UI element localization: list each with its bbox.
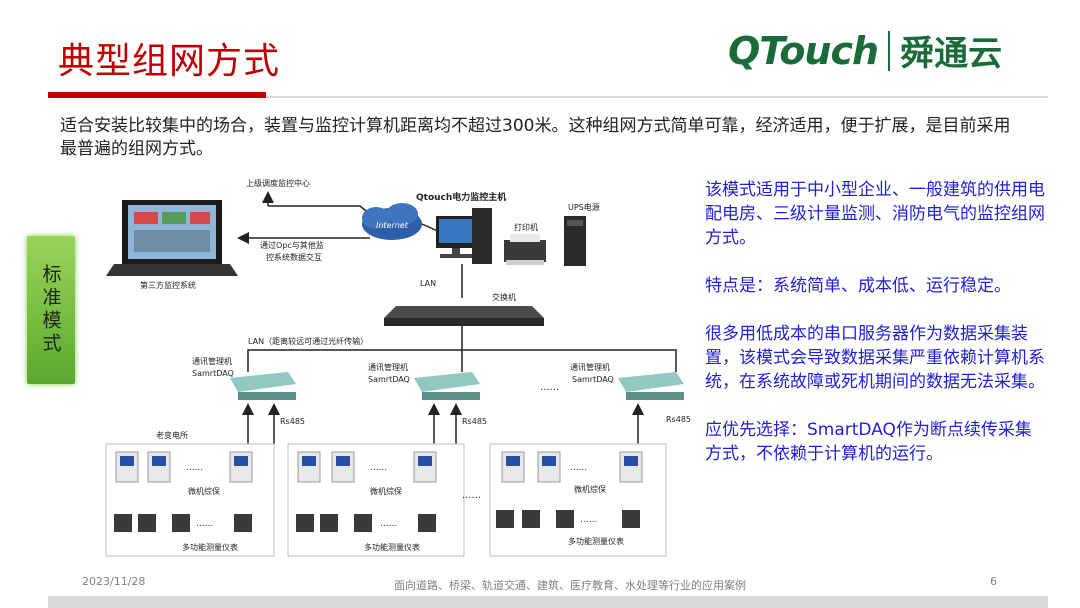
page-number: 6 [990,575,997,588]
relay-dots-2: ...... [370,463,387,473]
comm-mgr-label-2: 通讯管理机 [368,362,408,372]
logo-en: QTouch [728,28,879,73]
laptop-icon [106,200,238,276]
smartdaq-label-1: SamrtDAQ [192,369,234,378]
lan-backbone [247,349,677,372]
smartdaq-label-3: SamrtDAQ [572,375,614,384]
ups-icon [564,216,586,266]
ups-label: UPS电源 [568,202,600,212]
device-group-1: ...... 微机综保 ...... 多功能测量仪表 [105,443,275,557]
host-label: Qtouch电力监控主机 [416,191,506,203]
meter-label-1: 多功能测量仪表 [182,542,238,552]
device-group-2: ...... 微机综保 ...... 多功能测量仪表 [287,443,465,557]
title-divider [48,96,1048,98]
side-tag-label: 标准模式 [39,264,62,356]
third-party-label: 第三方监控系统 [140,280,196,290]
upper-center-label: 上级调度监控中心 [246,178,310,188]
internet-cloud-icon [362,203,422,240]
comm-manager-1: 通讯管理机 SamrtDAQ [192,356,296,400]
comm-manager-3: 通讯管理机 SamrtDAQ ...... [540,362,684,400]
relay-label-1: 微机综保 [188,486,220,496]
relay-dots-1: ...... [186,463,203,473]
rs485-label-3: Rs485 [666,415,691,424]
group-dots: ...... [462,490,481,501]
relay-label-3: 微机综保 [574,484,606,494]
meter-dots-1: ...... [196,519,213,529]
right-panel: 该模式适用于中小型企业、一般建筑的供用电配电房、三级计量监测、消防电气的监控组网… [705,178,1045,490]
lan-label: LAN [420,279,436,288]
right-panel-p4: 应优先选择：SmartDAQ作为断点续传采集方式，不依赖于计算机的运行。 [705,420,1032,464]
network-diagram: 第三方监控系统 上级调度监控中心 通过Opc与其他监 控系统数据交互 Inter… [105,178,691,557]
printer-label: 打印机 [514,222,538,232]
relay-dots-3: ...... [570,463,587,473]
substation-label: 老变电所 [156,430,188,440]
meter-label-2: 多功能测量仪表 [364,542,420,552]
right-panel-p3: 很多用低成本的串口服务器作为数据采集装置，该模式会导致数据采集严重依赖计算机系统… [705,324,1045,392]
logo-separator [888,30,891,71]
page-title: 典型组网方式 [58,41,281,82]
comm-mgr-label-1: 通讯管理机 [192,356,232,366]
rs485-label-2: Rs485 [462,417,487,426]
host-pc-icon [436,208,492,264]
meter-dots-2: ...... [380,519,397,529]
rs485-label-1: Rs485 [280,417,305,426]
switch-icon [384,306,544,326]
right-panel-p1: 该模式适用于中小型企业、一般建筑的供用电配电房、三级计量监测、消防电气的监控组网… [705,180,1045,248]
meter-dots-3: ...... [580,515,597,525]
side-tag: 标准模式 [27,236,75,384]
title-divider-accent [48,92,266,98]
opc-label-line2: 控系统数据交互 [266,252,322,262]
footer-bar [48,596,1048,608]
qtouch-logo: QTouch 舜通云 [728,26,1002,75]
footer-date: 2023/11/28 [82,575,146,588]
upper-center-link [268,205,376,219]
switch-label: 交换机 [492,292,516,302]
footer-caption: 面向道路、桥梁、轨道交通、建筑、医疗教育、水处理等行业的应用案例 [394,579,746,592]
internet-label: Internet [376,221,409,230]
comm-mgr-label-3: 通讯管理机 [570,362,610,372]
relay-label-2: 微机综保 [370,486,402,496]
smartdaq-label-2: SamrtDAQ [368,375,410,384]
comm-dots: ...... [540,382,559,393]
right-panel-p2: 特点是：系统简单、成本低、运行稳定。 [705,276,1011,296]
meter-label-3: 多功能测量仪表 [568,536,624,546]
lan-fiber-label: LAN（距离较远可通过光纤传输） [248,336,368,346]
device-group-3: ...... 微机综保 ...... 多功能测量仪表 [489,443,667,557]
printer-icon [504,234,546,265]
comm-manager-2: 通讯管理机 SamrtDAQ [368,362,480,400]
logo-cn: 舜通云 [900,34,1003,74]
intro-text: 适合安装比较集中的场合，装置与监控计算机距离均不超过300米。这种组网方式简单可… [60,116,1011,159]
opc-label-line1: 通过Opc与其他监 [260,240,324,250]
